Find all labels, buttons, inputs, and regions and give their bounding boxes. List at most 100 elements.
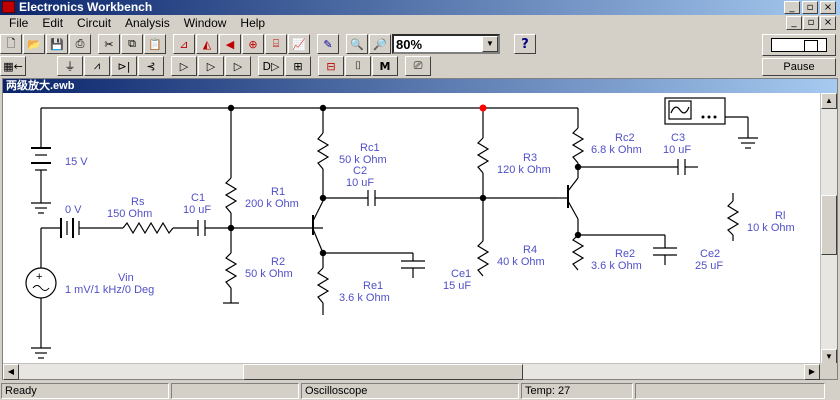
label-c3-name: C3 — [671, 132, 685, 144]
label-r1-value: 200 k Ohm — [245, 198, 299, 210]
horizontal-scroll-thumb[interactable] — [243, 364, 523, 380]
menu-bar: File Edit Circuit Analysis Window Help _… — [0, 15, 840, 32]
zoom-in-icon[interactable]: 🔎 — [369, 34, 391, 54]
label-ce2-name: Ce2 — [700, 248, 720, 260]
status-bar: Ready Oscilloscope Temp: 27 — [0, 382, 840, 400]
minimize-button[interactable]: _ — [784, 1, 800, 14]
label-re2-name: Re2 — [615, 248, 635, 260]
menu-help[interactable]: Help — [240, 16, 266, 30]
flip-horizontal-icon[interactable]: ◭ — [196, 34, 218, 54]
menu-circuit[interactable]: Circuit — [77, 16, 112, 30]
print-icon[interactable]: ⎙ — [69, 34, 91, 54]
vertical-scroll-thumb[interactable] — [821, 195, 837, 255]
parts-toolbar: ▦← ⏚ ⩘ ⊳| ⊰ ▷ ▷ ▷ D▷ ⊞ ⊟ ⌷ M ⎚ — [0, 55, 760, 77]
status-empty-2 — [635, 383, 825, 399]
scroll-right-icon[interactable]: ▶ — [804, 364, 820, 380]
power-switch[interactable] — [762, 34, 836, 56]
horizontal-scrollbar[interactable]: ◀ ▶ — [3, 363, 820, 380]
label-rc2-name: Rc2 — [615, 132, 635, 144]
label-r1-name: R1 — [271, 186, 285, 198]
doc-close-button[interactable]: × — [820, 16, 836, 30]
doc-restore-button[interactable]: ▫ — [803, 16, 819, 30]
menu-window[interactable]: Window — [183, 16, 227, 30]
label-ce2-value: 25 uF — [695, 260, 723, 272]
create-subcircuit-icon[interactable]: ⌸ — [265, 34, 287, 54]
digital-bin-icon[interactable]: ⊞ — [285, 56, 311, 76]
maximize-button[interactable]: ▫ — [802, 1, 818, 14]
circuit-schematic[interactable]: + 15 V 0 V Rs 150 Ohm C1 — [3, 93, 820, 365]
label-rs-value: 150 Ohm — [107, 208, 152, 220]
doc-minimize-button[interactable]: _ — [786, 16, 802, 30]
close-button[interactable]: × — [820, 1, 836, 14]
menu-edit[interactable]: Edit — [42, 16, 64, 30]
label-c2-value: 10 uF — [346, 177, 374, 189]
cut-icon[interactable]: ✂ — [98, 34, 120, 54]
label-rs-name: Rs — [131, 196, 145, 208]
new-file-icon[interactable]: 🗋 — [0, 34, 22, 54]
digital-ics-bin-icon[interactable]: ▷ — [225, 56, 251, 76]
paste-icon[interactable]: 📋 — [144, 34, 166, 54]
copy-icon[interactable]: ⧉ — [121, 34, 143, 54]
menu-file[interactable]: File — [9, 16, 29, 30]
status-empty-1 — [171, 383, 299, 399]
label-c1-value: 10 uF — [183, 204, 211, 216]
label-battery: 15 V — [65, 156, 88, 168]
label-rc1-value: 50 k Ohm — [339, 154, 387, 166]
label-ce1-value: 15 uF — [443, 280, 471, 292]
chevron-down-icon[interactable]: ▼ — [482, 36, 498, 52]
label-re1-name: Re1 — [363, 280, 383, 292]
help-button[interactable]: ? — [514, 34, 536, 54]
favorites-bin-icon[interactable]: ▦← — [0, 56, 26, 76]
label-r3-name: R3 — [523, 152, 537, 164]
status-instrument: Oscilloscope — [301, 383, 519, 399]
zoom-value: 80% — [396, 36, 423, 52]
open-folder-icon[interactable]: 📂 — [23, 34, 45, 54]
scroll-up-icon[interactable]: ▲ — [821, 93, 837, 109]
zoom-select[interactable]: 80% ▼ — [392, 34, 500, 54]
diodes-bin-icon[interactable]: ⊳| — [111, 56, 137, 76]
component-properties-icon[interactable]: ⊕ — [242, 34, 264, 54]
scroll-corner — [820, 363, 837, 379]
label-re2-value: 3.6 k Ohm — [591, 260, 642, 272]
indicators-bin-icon[interactable]: ⊟ — [318, 56, 344, 76]
circuit-window: 两级放大.ewb — [2, 78, 838, 380]
label-re1-value: 3.6 k Ohm — [339, 292, 390, 304]
graph-icon[interactable]: 📈 — [288, 34, 310, 54]
svg-text:+: + — [36, 271, 42, 283]
label-r2-name: R2 — [271, 256, 285, 268]
zoom-out-icon[interactable]: 🔍 — [346, 34, 368, 54]
label-vin-name: Vin — [118, 272, 134, 284]
main-toolbar: 🗋 📂 💾 ⎙ ✂ ⧉ 📋 ⊿ ◭ ◀ ⊕ ⌸ 📈 ✎ 🔍 🔎 80% ▼ ? — [0, 33, 760, 55]
instruments-bin-icon[interactable]: ⎚ — [405, 56, 431, 76]
status-ready: Ready — [1, 383, 169, 399]
rotate-icon[interactable]: ⊿ — [173, 34, 195, 54]
miscellaneous-bin-icon[interactable]: M — [372, 56, 398, 76]
menu-analysis[interactable]: Analysis — [125, 16, 170, 30]
sources-bin-icon[interactable]: ⏚ — [57, 56, 83, 76]
label-rc1-name: Rc1 — [360, 142, 380, 154]
vertical-scrollbar[interactable]: ▲ ▼ — [820, 93, 837, 365]
label-rl-name: Rl — [775, 210, 785, 222]
scroll-left-icon[interactable]: ◀ — [3, 364, 19, 380]
label-rc2-value: 6.8 k Ohm — [591, 144, 642, 156]
analog-ics-bin-icon[interactable]: ▷ — [171, 56, 197, 76]
label-c3-value: 10 uF — [663, 144, 691, 156]
scroll-down-icon[interactable]: ▼ — [821, 349, 837, 365]
mixed-ics-bin-icon[interactable]: ▷ — [198, 56, 224, 76]
logic-gates-bin-icon[interactable]: D▷ — [258, 56, 284, 76]
app-icon — [2, 1, 15, 13]
power-switch-icon — [771, 38, 827, 52]
label-rl-value: 10 k Ohm — [747, 222, 795, 234]
description-icon[interactable]: ✎ — [317, 34, 339, 54]
flip-vertical-icon[interactable]: ◀ — [219, 34, 241, 54]
label-c1-name: C1 — [191, 192, 205, 204]
label-r4-value: 40 k Ohm — [497, 256, 545, 268]
save-icon[interactable]: 💾 — [46, 34, 68, 54]
pause-button[interactable]: Pause — [762, 58, 836, 76]
basic-bin-icon[interactable]: ⩘ — [84, 56, 110, 76]
transistors-bin-icon[interactable]: ⊰ — [138, 56, 164, 76]
label-source-v: 0 V — [65, 204, 82, 216]
controls-bin-icon[interactable]: ⌷ — [345, 56, 371, 76]
label-r4-name: R4 — [523, 244, 537, 256]
label-ce1-name: Ce1 — [451, 268, 471, 280]
